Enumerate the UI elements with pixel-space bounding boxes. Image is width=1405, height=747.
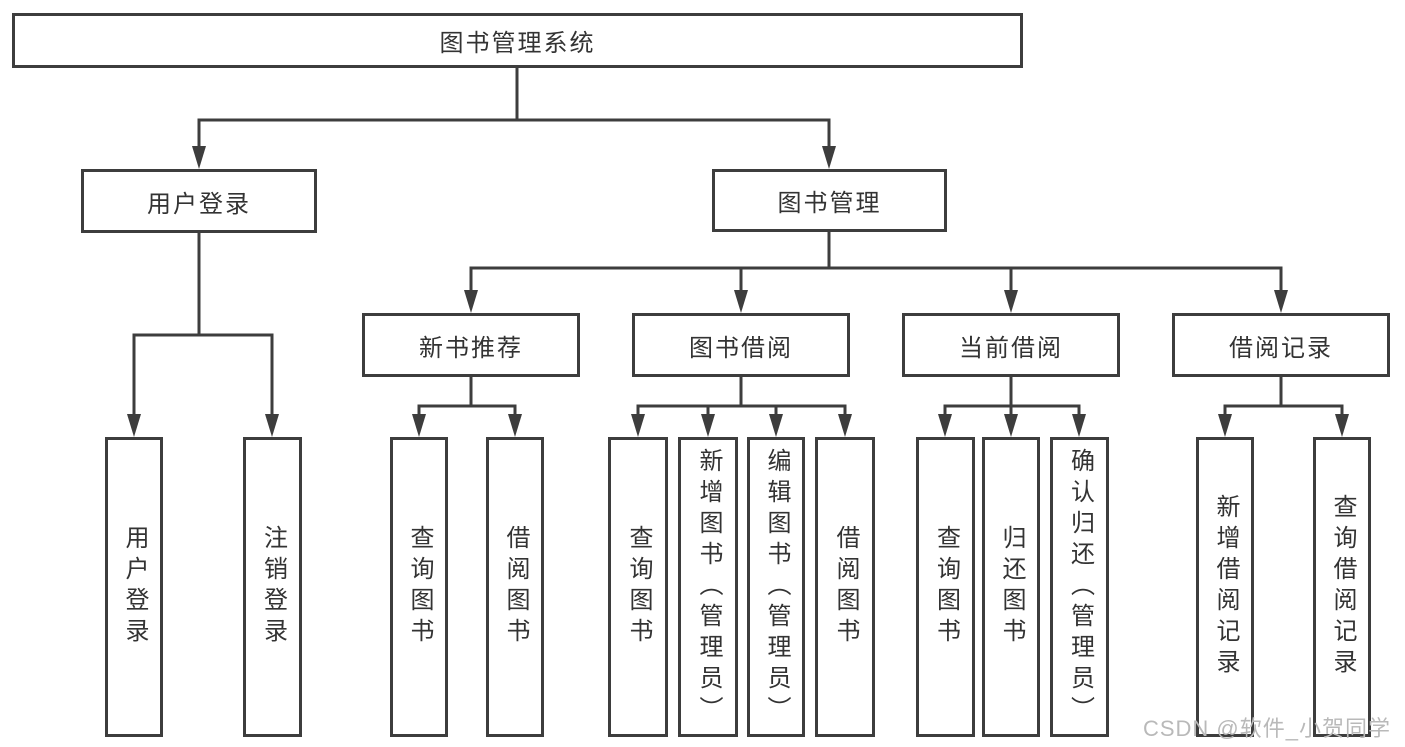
leaf-borrow-books: 借阅图书 bbox=[815, 437, 875, 737]
leaf-query-books-current: 查询图书 bbox=[916, 437, 975, 737]
node-new-book-recommend: 新书推荐 bbox=[362, 313, 580, 377]
node-label: 图书借阅 bbox=[689, 334, 793, 362]
node-library-system: 图书管理系统 bbox=[12, 13, 1023, 68]
node-label: 借阅图书 bbox=[502, 525, 529, 649]
leaf-query-borrow-record: 查询借阅记录 bbox=[1313, 437, 1371, 737]
leaf-query-books-recommend: 查询图书 bbox=[390, 437, 448, 737]
node-label: 编辑图书（管理员） bbox=[763, 447, 790, 727]
node-user-login: 用户登录 bbox=[81, 169, 317, 233]
node-label: 用户登录 bbox=[147, 190, 251, 218]
leaf-borrow-books-recommend: 借阅图书 bbox=[486, 437, 544, 737]
leaf-edit-book-admin: 编辑图书（管理员） bbox=[747, 437, 805, 737]
node-label: 归还图书 bbox=[998, 525, 1025, 649]
node-label: 借阅图书 bbox=[832, 525, 859, 649]
leaf-confirm-return-admin: 确认归还（管理员） bbox=[1050, 437, 1109, 737]
leaf-return-book: 归还图书 bbox=[982, 437, 1040, 737]
node-borrowing-records: 借阅记录 bbox=[1172, 313, 1390, 377]
node-label: 新增借阅记录 bbox=[1212, 494, 1239, 680]
leaf-add-book-admin: 新增图书（管理员） bbox=[678, 437, 738, 737]
node-label: 新书推荐 bbox=[419, 334, 523, 362]
node-label: 查询图书 bbox=[625, 525, 652, 649]
node-label: 查询图书 bbox=[932, 525, 960, 649]
node-label: 图书管理 bbox=[777, 190, 882, 217]
csdn-watermark: CSDN @软件_小贺同学 bbox=[1142, 716, 1391, 741]
node-label: 查询图书 bbox=[406, 525, 433, 649]
node-label: 当前借阅 bbox=[959, 334, 1063, 362]
node-label: 新增图书（管理员） bbox=[695, 447, 722, 727]
node-label: 查询借阅记录 bbox=[1329, 494, 1356, 680]
leaf-logout: 注销登录 bbox=[243, 437, 302, 737]
leaf-user-login: 用户登录 bbox=[105, 437, 163, 737]
node-book-borrowing: 图书借阅 bbox=[632, 313, 850, 377]
node-current-borrowing: 当前借阅 bbox=[902, 313, 1120, 377]
leaf-query-books-borrow: 查询图书 bbox=[608, 437, 668, 737]
node-label: 图书管理系统 bbox=[439, 30, 596, 57]
node-label: 借阅记录 bbox=[1229, 334, 1333, 362]
node-label: 用户登录 bbox=[121, 525, 148, 649]
leaf-add-borrow-record: 新增借阅记录 bbox=[1196, 437, 1254, 737]
node-label: 注销登录 bbox=[259, 525, 287, 649]
node-book-management: 图书管理 bbox=[712, 169, 947, 232]
node-label: 确认归还（管理员） bbox=[1066, 447, 1094, 727]
